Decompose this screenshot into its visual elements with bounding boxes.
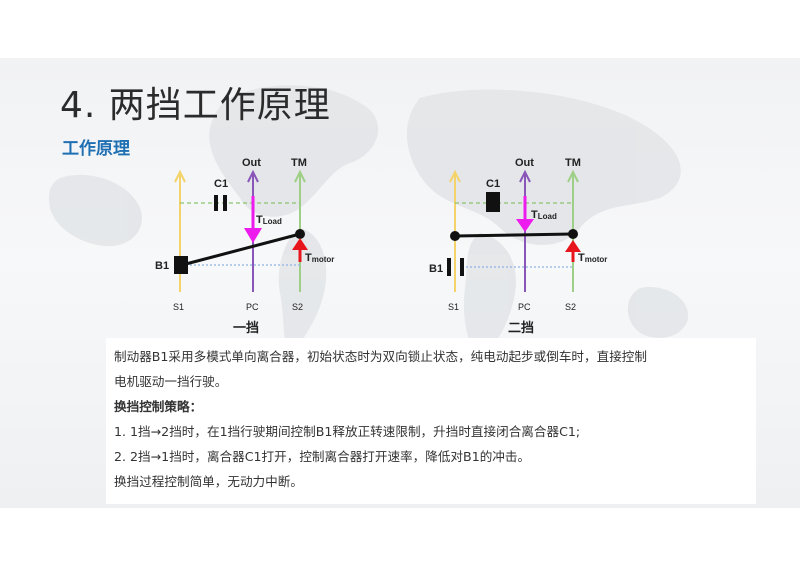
- diagram-second-gear: Out TM C1 TLoad Tmotor B1 S1 PC S2 二挡: [429, 157, 607, 336]
- brake-b1-plate-left: [447, 258, 451, 276]
- lever-line: [181, 232, 301, 267]
- clutch-c1-block: [486, 192, 500, 212]
- t-motor-label: Tmotor: [305, 252, 334, 264]
- s1-axis-arrowhead: [174, 169, 186, 183]
- description-box: 制动器B1采用多模式单向离合器，初始状态时为双向锁止状态，纯电动起步或倒车时，直…: [106, 338, 756, 504]
- s2-label: S2: [565, 302, 576, 312]
- pc-label: PC: [246, 302, 259, 312]
- description-conclusion: 换挡过程控制简单，无动力中断。: [114, 474, 303, 489]
- c1-label: C1: [214, 178, 228, 190]
- tm-label: TM: [291, 157, 307, 169]
- t-load-label: TLoad: [256, 214, 282, 226]
- brake-b1-block: [174, 256, 188, 274]
- s2-axis-arrowhead: [567, 169, 579, 183]
- strategy-heading: 换挡控制策略：: [114, 399, 203, 414]
- strategy-item-2: 2. 2挡→1挡时，离合器C1打开，控制离合器打开速率，降低对B1的冲击。: [114, 449, 531, 464]
- section-subtitle: 工作原理: [62, 139, 130, 159]
- lever-pivot-s2: [568, 229, 578, 239]
- pc-axis-arrowhead: [519, 169, 531, 183]
- b1-label: B1: [155, 260, 169, 272]
- diagram-first-gear: Out TM C1 TLoad Tmotor B1 S1 PC S2 一挡: [155, 157, 334, 336]
- t-motor-label: Tmotor: [578, 252, 607, 264]
- pc-axis-arrowhead: [247, 169, 259, 183]
- slide-title: 4. 两挡工作原理: [60, 85, 331, 126]
- world-map-background: [48, 85, 689, 358]
- s1-axis-arrowhead: [449, 169, 461, 183]
- strategy-item-1: 1. 1挡→2挡时，在1挡行驶期间控制B1释放正转速限制，升挡时直接闭合离合器C…: [114, 424, 581, 439]
- description-line-2: 电机驱动一挡行驶。: [114, 374, 228, 389]
- lever-line: [454, 232, 574, 238]
- out-label: Out: [242, 157, 261, 169]
- t-load-label: TLoad: [531, 209, 557, 221]
- s1-label: S1: [448, 302, 459, 312]
- motor-arrow-head: [292, 238, 308, 250]
- s2-axis-arrowhead: [294, 169, 306, 183]
- load-arrow-head: [516, 219, 534, 232]
- b1-label: B1: [429, 263, 443, 275]
- clutch-c1-plate-right: [223, 195, 227, 211]
- description-line-1: 制动器B1采用多模式单向离合器，初始状态时为双向锁止状态，纯电动起步或倒车时，直…: [114, 349, 647, 364]
- lever-pivot-s2: [295, 229, 305, 239]
- diagram-caption: 二挡: [508, 320, 534, 336]
- lever-pivot-s1: [450, 231, 460, 241]
- load-arrow-head: [244, 228, 262, 243]
- c1-label: C1: [486, 178, 500, 190]
- tm-label: TM: [565, 157, 581, 169]
- s2-label: S2: [292, 302, 303, 312]
- s1-label: S1: [173, 302, 184, 312]
- clutch-c1-plate-left: [214, 195, 218, 211]
- brake-b1-plate-right: [460, 258, 464, 276]
- out-label: Out: [515, 157, 534, 169]
- pc-label: PC: [518, 302, 531, 312]
- lever-diagrams: Out TM C1 TLoad Tmotor B1 S1 PC S2 一挡: [155, 157, 607, 336]
- diagram-caption: 一挡: [233, 320, 259, 336]
- motor-arrow-head: [565, 240, 581, 252]
